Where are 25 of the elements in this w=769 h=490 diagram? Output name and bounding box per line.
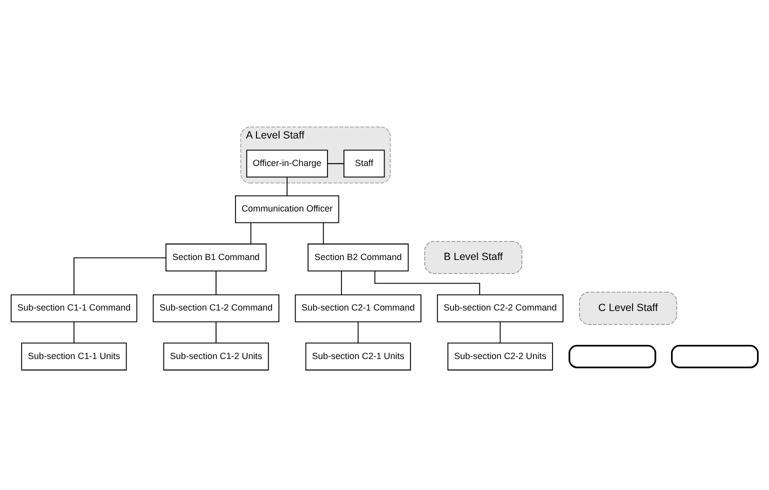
node-box: Sub-section C2-1 Command — [294, 294, 422, 322]
node-box — [568, 344, 656, 368]
node-box: Section B1 Command — [166, 243, 267, 271]
node-box: Sub-section C2-2 Command — [436, 294, 564, 322]
connector — [500, 321, 501, 343]
node-box: B Level Staff — [424, 240, 522, 274]
node-box: Sub-section C1-1 Command — [10, 294, 138, 322]
node-box: Staff — [343, 149, 385, 178]
connector — [250, 222, 252, 244]
node-box: Section B2 Command — [308, 243, 409, 271]
node-box: C Level Staff — [579, 291, 678, 324]
node-box: Communication Officer — [235, 194, 340, 223]
connector — [286, 176, 288, 196]
connector — [341, 270, 342, 295]
node-box: Sub-section C1-2 Units — [163, 342, 269, 370]
connector — [74, 256, 166, 295]
node-box: Officer-in-Charge — [246, 149, 328, 178]
node-box: Sub-section C2-1 Units — [305, 342, 411, 370]
node-box: Sub-section C1-1 Units — [21, 342, 127, 370]
node-box — [671, 344, 759, 368]
connector — [358, 321, 359, 343]
connector — [327, 162, 344, 164]
connector — [322, 222, 324, 244]
node-box: Sub-section C1-2 Command — [152, 294, 280, 322]
node-box: Sub-section C2-2 Units — [447, 342, 554, 370]
